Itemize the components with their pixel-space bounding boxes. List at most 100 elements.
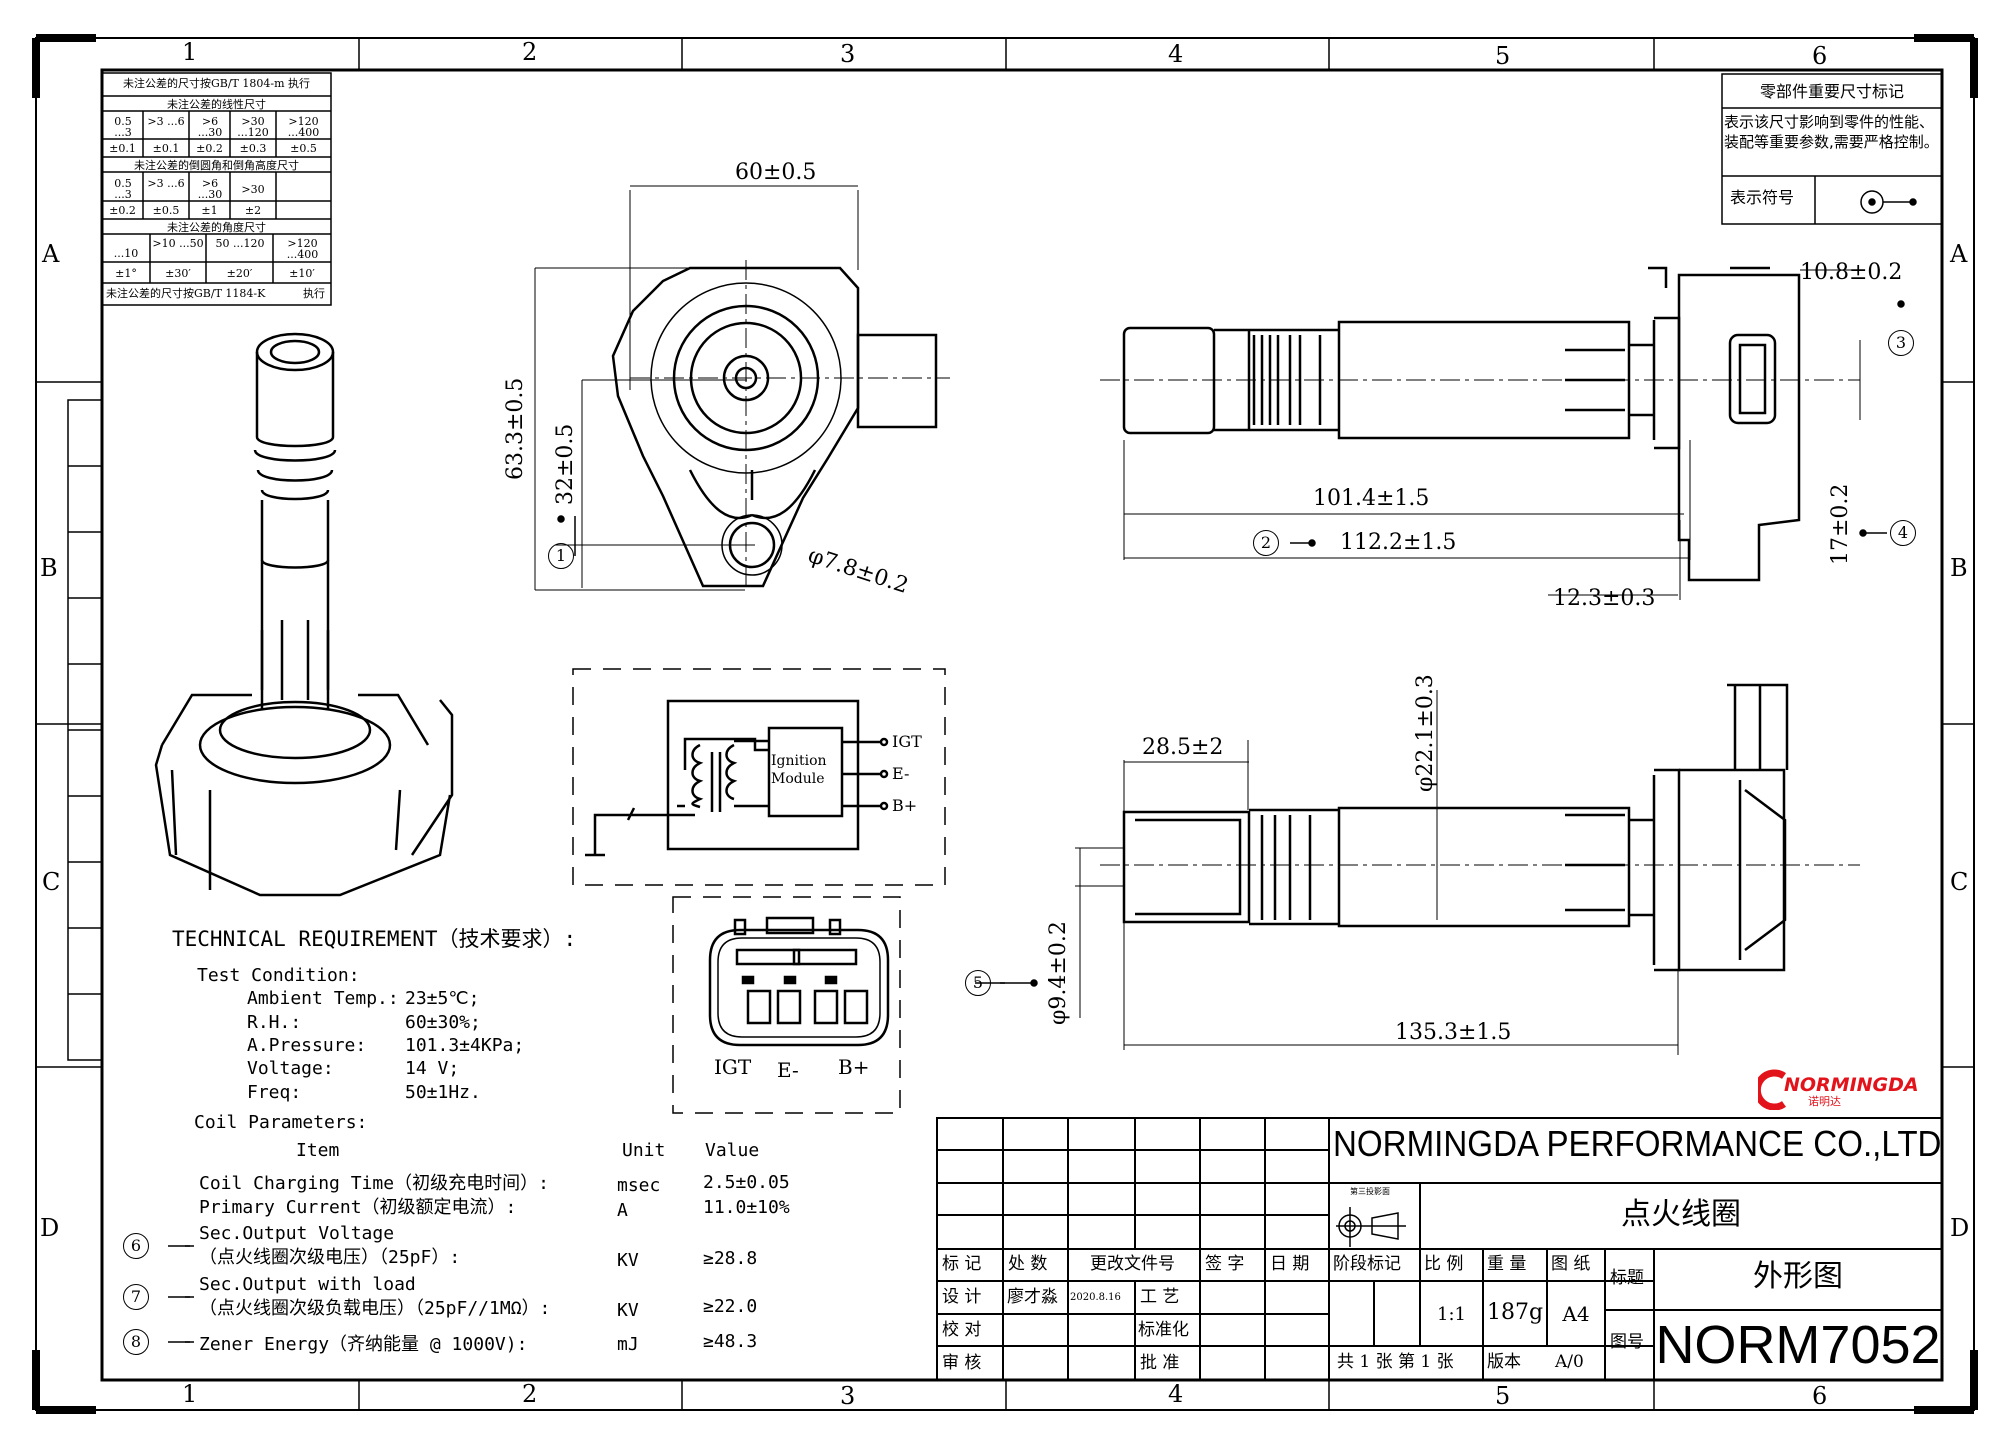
param-item: Sec.Output Voltage xyxy=(199,1223,395,1244)
zone-col-3-bottom: 3 xyxy=(840,1382,856,1410)
zone-col-5: 5 xyxy=(1495,42,1511,70)
dim-top-height: 63.3±0.5 xyxy=(503,377,528,480)
circuit-pin-igt: IGT xyxy=(892,732,922,751)
tol-linear-range: 0.5 ...3 xyxy=(114,115,132,139)
weight-value: 187g xyxy=(1486,1300,1544,1325)
tol-linear-value: ±0.2 xyxy=(196,142,223,155)
tol-angle-value: ±10′ xyxy=(289,267,315,280)
drawing-no-label: 图号 xyxy=(1610,1332,1644,1352)
tol-chamfer-range: >6 ...30 xyxy=(197,177,223,201)
projection-label: 第三投影面 xyxy=(1350,1187,1390,1196)
marker-1: 1 xyxy=(548,543,574,569)
connector-pin-b: B+ xyxy=(838,1055,870,1079)
weight-label: 重 量 xyxy=(1487,1254,1527,1274)
param-unit: KV xyxy=(617,1300,639,1321)
condition-value: 101.3±4KPa; xyxy=(405,1035,525,1056)
coil-parameters-title: Coil Parameters: xyxy=(194,1112,368,1133)
tol-linear-value: ±0.5 xyxy=(290,142,317,155)
param-value: ≥48.3 xyxy=(703,1331,758,1352)
tol-linear-range: >6 ...30 xyxy=(197,115,223,139)
check-label: 校 对 xyxy=(942,1320,982,1340)
coil-3d-view xyxy=(154,332,454,897)
scale-label: 比 例 xyxy=(1424,1254,1464,1274)
key-dim-symbol-label: 表示符号 xyxy=(1730,188,1795,207)
tol-angle-range: 50 ...120 xyxy=(215,237,265,250)
tol-header: 未注公差的尺寸按GB/T 1804-m 执行 xyxy=(122,77,311,90)
condition-value: 23±5℃; xyxy=(405,988,480,1009)
marker-3: 3 xyxy=(1888,330,1914,356)
tol-footer: 未注公差的尺寸按GB/T 1184-K xyxy=(106,287,266,300)
tol-linear-value: ±0.1 xyxy=(152,142,180,155)
part-name: 点火线圈 xyxy=(1621,1197,1741,1232)
param-header-value: Value xyxy=(705,1140,760,1161)
tol-angle-range: ...10 xyxy=(113,247,139,260)
sheet-label: 图 纸 xyxy=(1551,1254,1591,1274)
dim-total-length: 135.3±1.5 xyxy=(1395,1020,1512,1045)
process-label: 工 艺 xyxy=(1140,1287,1180,1307)
dim-length-112: 112.2±1.5 xyxy=(1340,530,1457,555)
designer-name: 廖才淼 xyxy=(1007,1287,1058,1307)
tech-title: TECHNICAL REQUIREMENT（技术要求）: xyxy=(172,927,577,951)
param-value: 2.5±0.05 xyxy=(703,1172,790,1193)
param-unit: msec xyxy=(617,1175,661,1196)
sheet-count: 共 1 张 第 1 张 xyxy=(1337,1352,1454,1372)
company-name: NORMINGDA PERFORMANCE CO.,LTD xyxy=(1333,1123,1942,1164)
design-date: 2020.8.16 xyxy=(1070,1292,1121,1303)
marker-8: 8 xyxy=(123,1329,149,1355)
rev-header-mark: 标 记 xyxy=(942,1254,982,1274)
condition-value: 50±1Hz. xyxy=(405,1082,481,1103)
drawing-number: NORM7052 xyxy=(1655,1315,1941,1375)
tol-chamfer-title: 未注公差的倒圆角和倒角高度尺寸 xyxy=(134,159,299,172)
tol-angle-range: >120 ...400 xyxy=(286,237,319,261)
normingda-logo: NORMINGDA 诺明达 xyxy=(1753,1068,1943,1111)
zone-col-4-bottom: 4 xyxy=(1168,1380,1184,1408)
param-header-unit: Unit xyxy=(622,1140,666,1161)
approve-label: 批 准 xyxy=(1140,1353,1180,1373)
zone-col-1: 1 xyxy=(182,38,198,66)
tol-chamfer-value: ±0.5 xyxy=(152,204,180,217)
title-label: 标题 xyxy=(1610,1268,1644,1288)
review-label: 审 核 xyxy=(942,1353,982,1373)
tol-angle-value: ±30′ xyxy=(165,267,191,280)
param-header-item: Item xyxy=(296,1140,340,1161)
zone-row-c-right: C xyxy=(1950,868,1969,896)
marker-6: 6 xyxy=(123,1233,149,1259)
zone-col-2-bottom: 2 xyxy=(522,1380,538,1408)
third-angle-projection-icon xyxy=(1336,1207,1406,1247)
version-label: 版本 xyxy=(1487,1352,1521,1372)
dim-connector-width: 10.8±0.2 xyxy=(1800,260,1903,285)
param-unit: mJ xyxy=(617,1334,639,1355)
key-dim-description: 表示该尺寸影响到零件的性能、装配等重要参数,需要严格控制。 xyxy=(1724,113,1939,151)
logo-c-icon xyxy=(1753,1069,1786,1111)
tol-chamfer-range: >30 xyxy=(241,183,265,196)
dim-body-diameter: φ22.1±0.3 xyxy=(1413,674,1438,792)
tol-linear-value: ±0.1 xyxy=(109,142,136,155)
version-value: A/0 xyxy=(1555,1352,1584,1372)
tol-chamfer-value: ±1 xyxy=(201,204,218,217)
dim-length-101: 101.4±1.5 xyxy=(1313,486,1430,511)
tol-angle-value: ±20′ xyxy=(226,267,253,280)
sheet-value: A4 xyxy=(1562,1302,1590,1326)
zone-col-6: 6 xyxy=(1812,42,1828,70)
zone-col-6-bottom: 6 xyxy=(1812,1382,1828,1410)
condition-label: R.H.: xyxy=(247,1012,302,1033)
zone-row-b: B xyxy=(40,554,58,582)
tol-chamfer-value: ±2 xyxy=(244,204,262,217)
param-item: Sec.Output with load xyxy=(199,1274,416,1295)
param-item: Primary Current（初级额定电流）: xyxy=(199,1197,517,1218)
zone-col-4: 4 xyxy=(1168,40,1184,68)
logo-subtext: 诺明达 xyxy=(1808,1095,1841,1108)
dim-height-17: 17±0.2 xyxy=(1828,483,1853,565)
tol-angle-value: ±1° xyxy=(115,267,137,280)
param-item-cn: （点火线圈次级负载电压）（25pF//1MΩ）: xyxy=(199,1298,551,1319)
zone-row-d: D xyxy=(40,1214,60,1242)
condition-label: A.Pressure: xyxy=(247,1035,367,1056)
tol-linear-title: 未注公差的线性尺寸 xyxy=(167,98,266,111)
drawing-type: 外形图 xyxy=(1753,1259,1843,1294)
tol-linear-value: ±0.3 xyxy=(239,142,267,155)
param-value: ≥22.0 xyxy=(703,1296,758,1317)
zone-row-a-right: A xyxy=(1950,240,1968,268)
circuit-pin-b: B+ xyxy=(892,796,918,815)
marker-4: 4 xyxy=(1890,520,1916,546)
